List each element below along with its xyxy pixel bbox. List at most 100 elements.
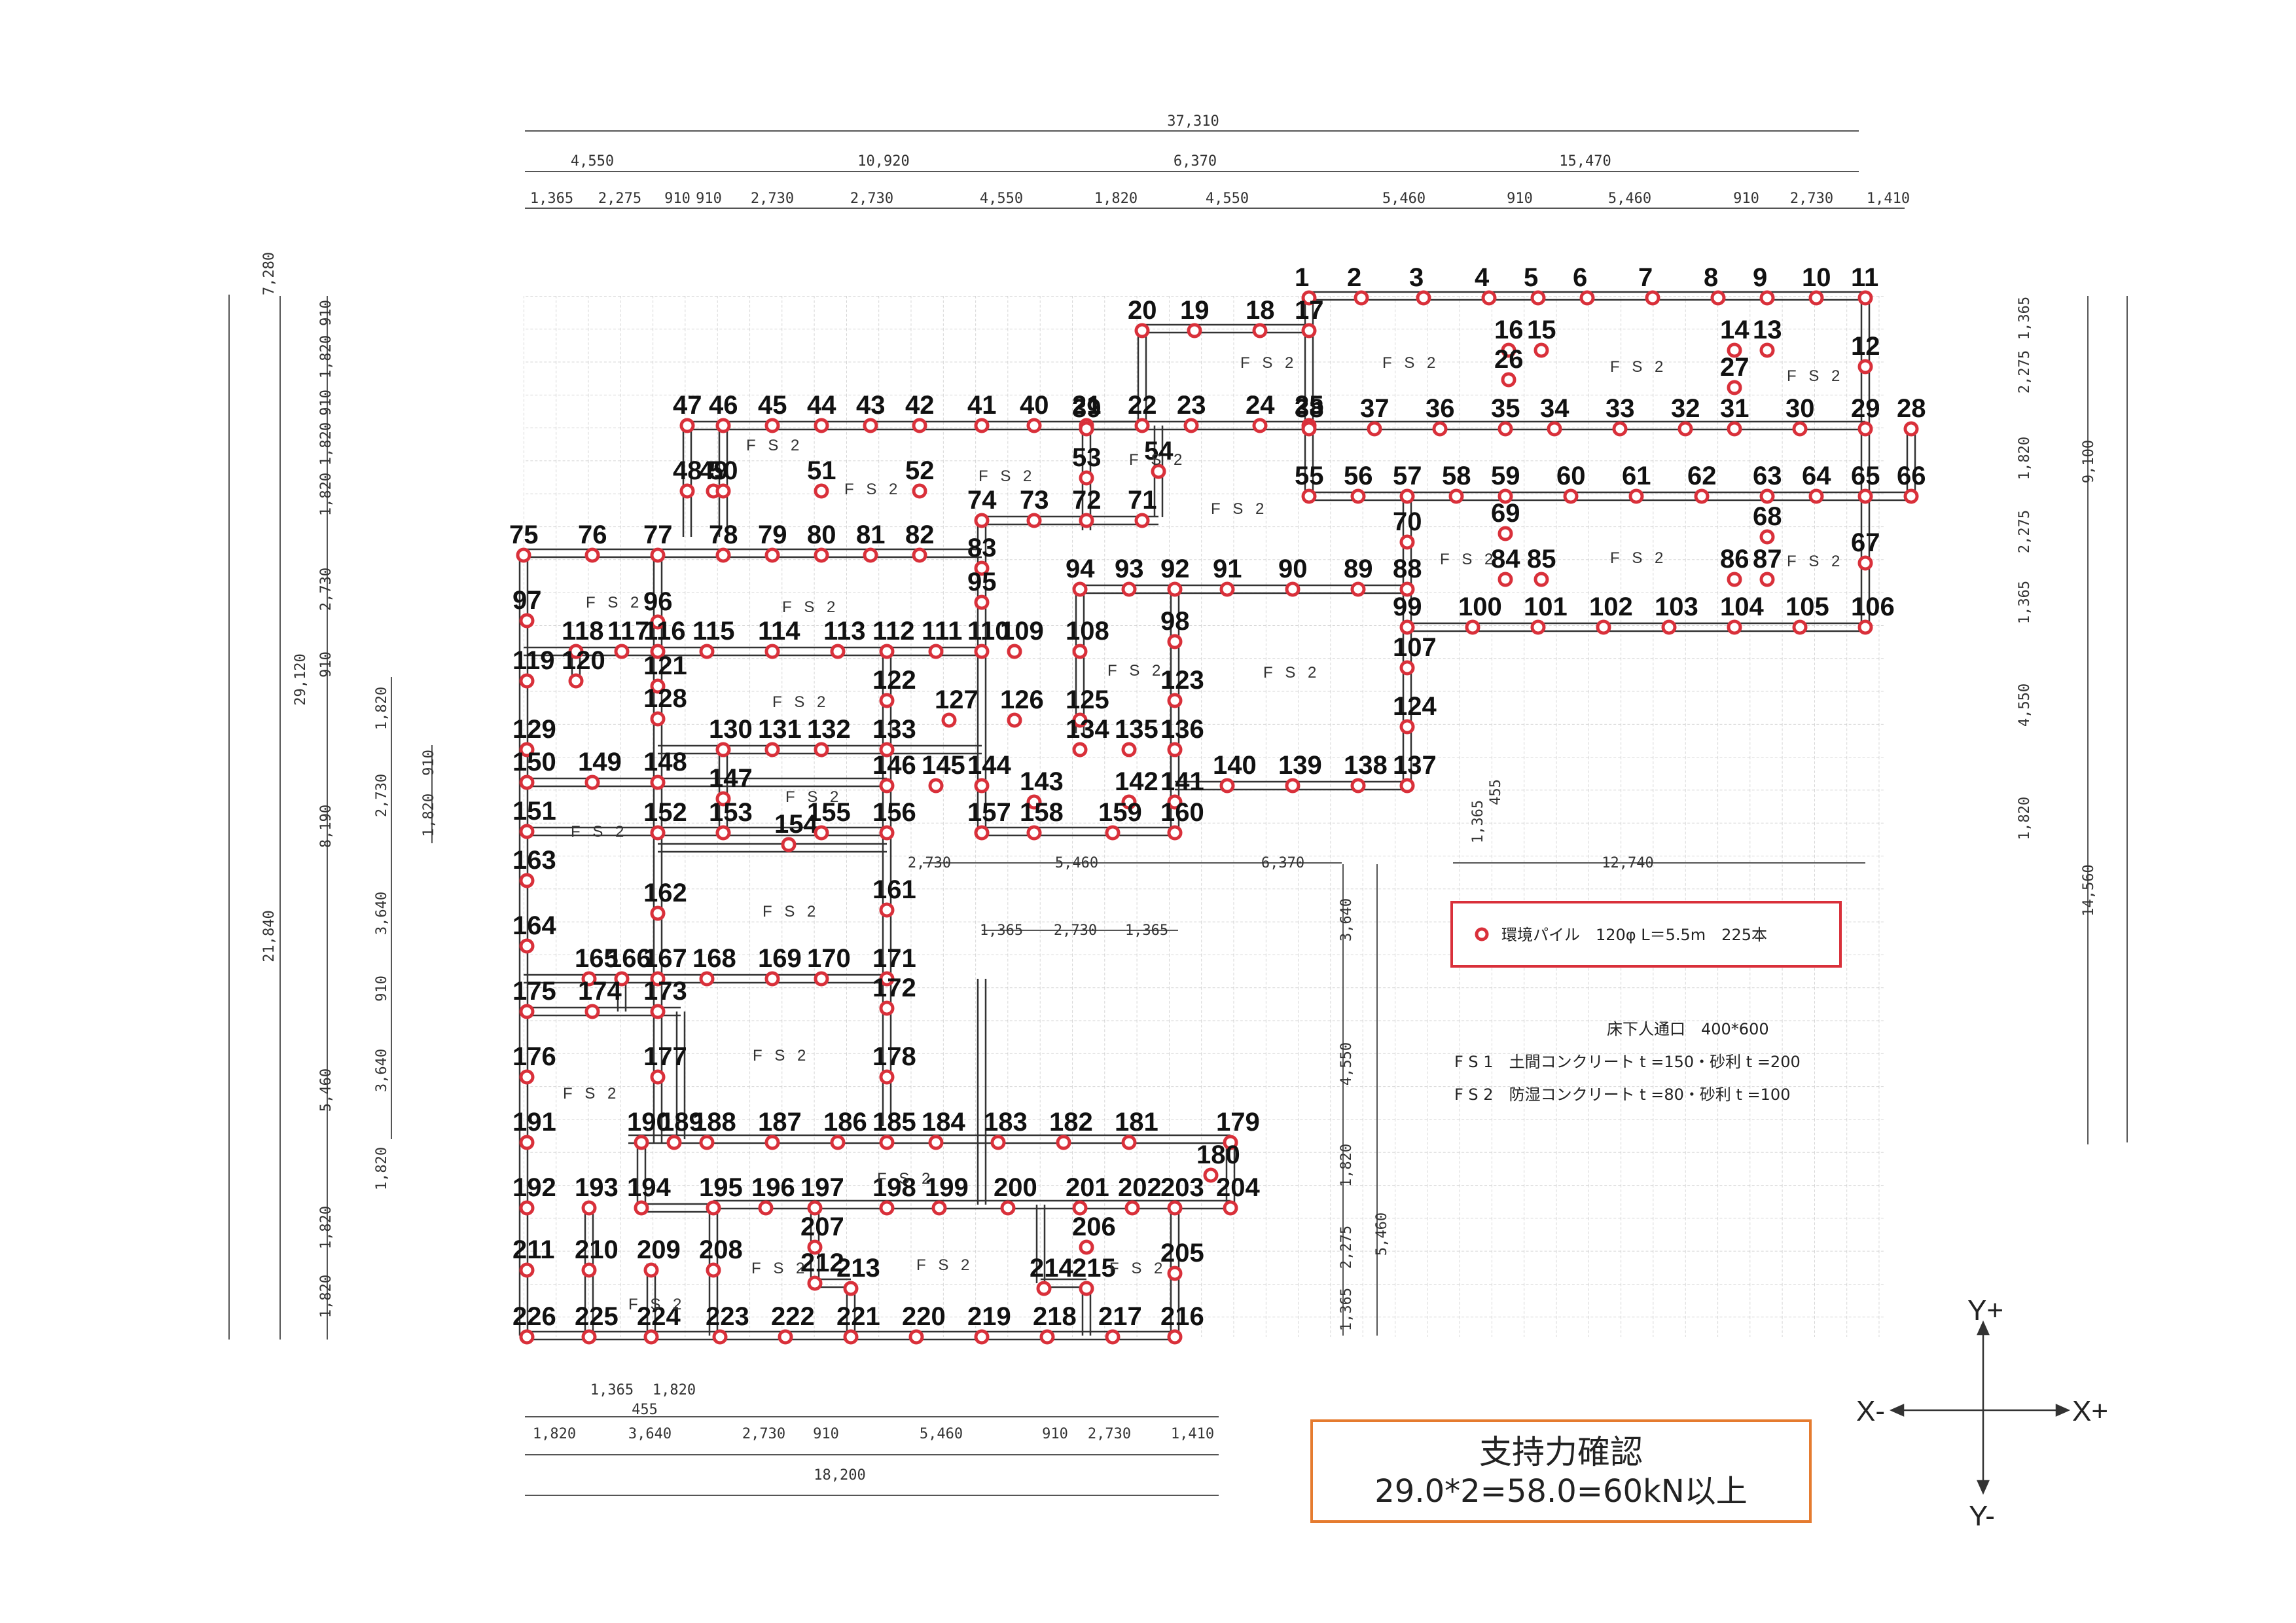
pile-marker [1498,421,1513,437]
pile-marker [1026,513,1042,528]
dimension-label: 1,820 [318,1275,334,1318]
pile-marker [879,825,895,841]
pile-number: 101 [1524,593,1568,621]
pile-marker [1465,619,1480,635]
pile-number: 207 [800,1213,844,1241]
dimension-label: 2,730 [1790,191,1833,207]
pile-marker [1026,825,1042,841]
pile-number: 191 [512,1108,556,1137]
pile-marker [568,644,584,659]
pile-number: 92 [1160,555,1190,583]
pile-number: 176 [512,1042,556,1071]
pile-number: 64 [1802,462,1831,490]
pile-marker [1498,572,1513,587]
pile-marker [879,1200,895,1216]
pile-marker [974,644,990,659]
dimension-label: 5,460 [1374,1213,1390,1256]
pile-number: 118 [562,617,604,646]
pile-marker [1167,1266,1183,1281]
pile-number: 61 [1622,462,1651,490]
pile-number: 218 [1033,1302,1077,1331]
dimension-label: 455 [1488,779,1504,805]
pile-number: 4 [1475,263,1490,292]
pile-marker [974,778,990,793]
pile-marker [519,742,535,757]
pile-marker [1792,421,1808,437]
pile-marker [519,1135,535,1150]
pile-marker [650,644,666,659]
pile-number: 109 [1000,617,1044,646]
dimension-label: 2,275 [2017,350,2033,393]
pile-marker [650,614,666,630]
pile-marker [1167,825,1183,841]
dimension-label: 2,730 [751,191,794,207]
pile-number: 111 [922,617,962,646]
pile-marker [1727,421,1742,437]
pile-marker [974,513,990,528]
pile-number: 106 [1851,593,1895,621]
pile-marker [843,1281,859,1296]
pile-marker [1727,380,1742,395]
pile-marker [1547,421,1562,437]
pile-number: 68 [1753,502,1782,531]
pile-number: 67 [1851,528,1880,557]
pile-number: 97 [512,586,542,615]
pile-number: 38 [1295,394,1324,423]
pile-number: 73 [1020,486,1049,515]
pile-number: 96 [643,587,673,616]
fs2-label: F S 2 [916,1256,973,1274]
pile-marker [1857,619,1873,635]
pile-marker [1121,1135,1137,1150]
pile-marker [699,971,715,987]
pile-marker [778,1329,793,1345]
pile-marker [1252,418,1268,433]
pile-marker [519,938,535,954]
fs2-label: F S 2 [1440,551,1497,568]
pile-number: 69 [1491,499,1520,528]
pile-marker [814,547,829,563]
pile-number: 7 [1638,263,1653,292]
pile-number: 21 [1072,391,1102,420]
pile-marker [1710,290,1726,306]
pile-marker [584,547,600,563]
pile-number: 75 [509,520,539,549]
pile-number: 199 [925,1173,969,1202]
pile-number: 134 [1066,715,1109,744]
pile-number: 112 [872,617,915,646]
pile-number: 200 [994,1173,1037,1202]
pile-number: 181 [1115,1108,1158,1137]
pile-marker [1079,1239,1094,1255]
dimension-label: 1,820 [318,335,334,378]
pile-marker [715,547,731,563]
pile-number: 153 [709,798,753,827]
pile-marker [764,971,780,987]
pile-number: 98 [1160,607,1190,636]
pile-number: 33 [1605,394,1635,423]
fs2-label: F S 2 [1109,1260,1166,1277]
dimension-label: 1,365 [1125,922,1168,939]
pile-number: 142 [1115,767,1158,796]
dimension-label: 4,550 [571,153,614,170]
pile-marker [715,483,731,499]
pile-number: 160 [1160,798,1204,827]
pile-number: 1 [1295,263,1309,292]
pile-number: 195 [699,1173,743,1202]
pile-marker [1072,644,1088,659]
pile-number: 2 [1347,263,1361,292]
pile-marker [764,418,780,433]
pile-marker [715,825,731,841]
dimension-label: 4,550 [1338,1042,1355,1085]
pile-number: 201 [1066,1173,1109,1202]
pile-number: 107 [1393,633,1437,662]
pile-number: 221 [836,1302,880,1331]
pile-marker [1530,290,1546,306]
dimension-label: 910 [696,191,722,207]
axis-x-plus: X+ [2072,1395,2108,1427]
dimension-label: 21,840 [261,910,278,962]
dimension-label: 910 [318,300,334,326]
dimension-label: 4,550 [2017,684,2033,727]
pile-marker [1628,488,1644,504]
pile-number: 128 [643,684,687,713]
pile-marker [1350,488,1366,504]
pile-number: 155 [807,798,851,827]
